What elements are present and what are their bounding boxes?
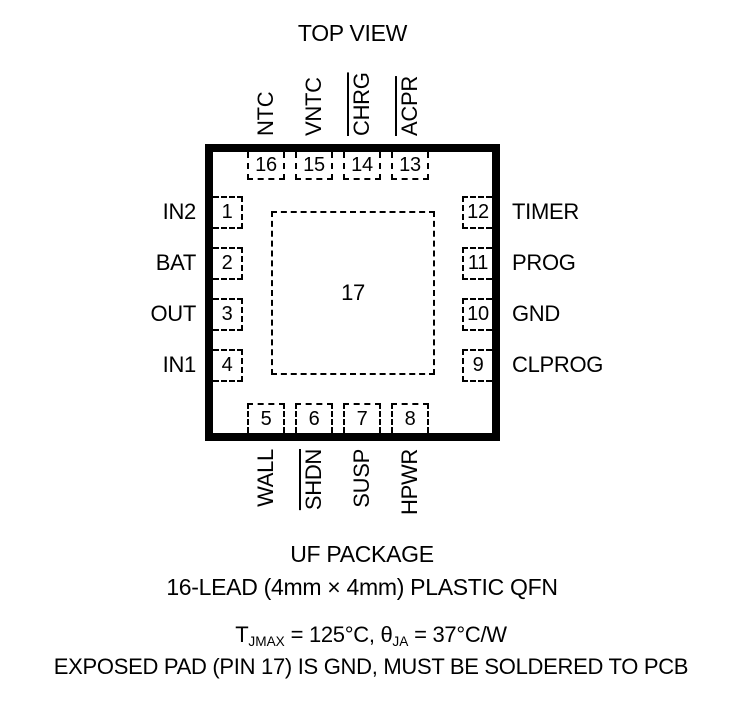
pin-label-wall: WALL	[253, 449, 278, 507]
pin-box-2: 2	[213, 247, 243, 280]
pin-label-prog: PROG	[512, 250, 576, 275]
pin-label-chrg: CHRG	[349, 72, 374, 136]
package-description: 16-LEAD (4mm × 4mm) PLASTIC QFN	[166, 574, 558, 600]
pin-box-7: 7	[343, 403, 381, 433]
pin-box-4: 4	[213, 349, 243, 382]
pin-number-4: 4	[221, 354, 233, 376]
pin-box-5: 5	[247, 403, 285, 433]
pin-box-12: 12	[462, 196, 492, 229]
tjmax-symbol: T	[235, 622, 249, 647]
pin-box-13: 13	[391, 152, 429, 180]
package-name: UF PACKAGE	[290, 541, 434, 567]
diagram-title: TOP VIEW	[297, 20, 408, 46]
theta-value: = 37°C/W	[408, 622, 507, 647]
pin-label-clprog: CLPROG	[512, 352, 604, 377]
pin-number-14: 14	[351, 153, 373, 176]
exposed-pad: 17	[271, 211, 435, 375]
pin-label-ntc: NTC	[253, 91, 278, 136]
pin-label-in2: IN2	[162, 199, 197, 224]
pin-box-6: 6	[295, 403, 333, 433]
pin-label-bat: BAT	[155, 250, 197, 275]
pin-number-7: 7	[356, 407, 368, 430]
pin-label-vntc: VNTC	[301, 77, 326, 136]
pin-label-hpwr: HPWR	[397, 449, 422, 516]
pin-number-9: 9	[472, 354, 484, 376]
pin-number-3: 3	[221, 303, 233, 325]
tjmax-value: = 125°C,	[284, 622, 381, 647]
pin-box-15: 15	[295, 152, 333, 180]
pin-box-1: 1	[213, 196, 243, 229]
thermal-specs: TJMAX = 125°C, θJA = 37°C/W	[0, 622, 742, 649]
package-outline	[205, 144, 500, 441]
pin-number-1: 1	[221, 201, 233, 223]
pin-label-out: OUT	[150, 301, 196, 326]
pin-label-acpr: ACPR	[397, 76, 422, 136]
pin-number-15: 15	[303, 153, 325, 176]
pin-box-11: 11	[462, 247, 492, 280]
pin-number-11: 11	[467, 252, 489, 274]
pin-box-9: 9	[462, 349, 492, 382]
pin-number-5: 5	[260, 407, 272, 430]
pin-number-8: 8	[404, 407, 416, 430]
pin-box-14: 14	[343, 152, 381, 180]
pin-label-shdn: SHDN	[301, 449, 326, 511]
exposed-pad-number: 17	[341, 280, 365, 305]
pin-number-12: 12	[467, 201, 489, 223]
theta-subscript: JA	[392, 633, 409, 649]
pin-label-timer: TIMER	[512, 199, 579, 224]
pin-box-16: 16	[247, 152, 285, 180]
pin-number-10: 10	[467, 303, 489, 325]
pin-label-in1: IN1	[162, 352, 197, 377]
theta-symbol: θ	[380, 622, 393, 647]
tjmax-subscript: JMAX	[248, 633, 285, 649]
pin-box-10: 10	[462, 298, 492, 331]
pin-label-susp: SUSP	[349, 449, 374, 508]
pin-label-gnd: GND	[512, 301, 560, 326]
pin-number-13: 13	[399, 153, 421, 176]
exposed-pad-note: EXPOSED PAD (PIN 17) IS GND, MUST BE SOL…	[53, 654, 689, 679]
pin-number-2: 2	[221, 252, 233, 274]
pin-number-6: 6	[308, 407, 320, 430]
pin-box-3: 3	[213, 298, 243, 331]
pin-box-8: 8	[391, 403, 429, 433]
pin-number-16: 16	[255, 153, 277, 176]
